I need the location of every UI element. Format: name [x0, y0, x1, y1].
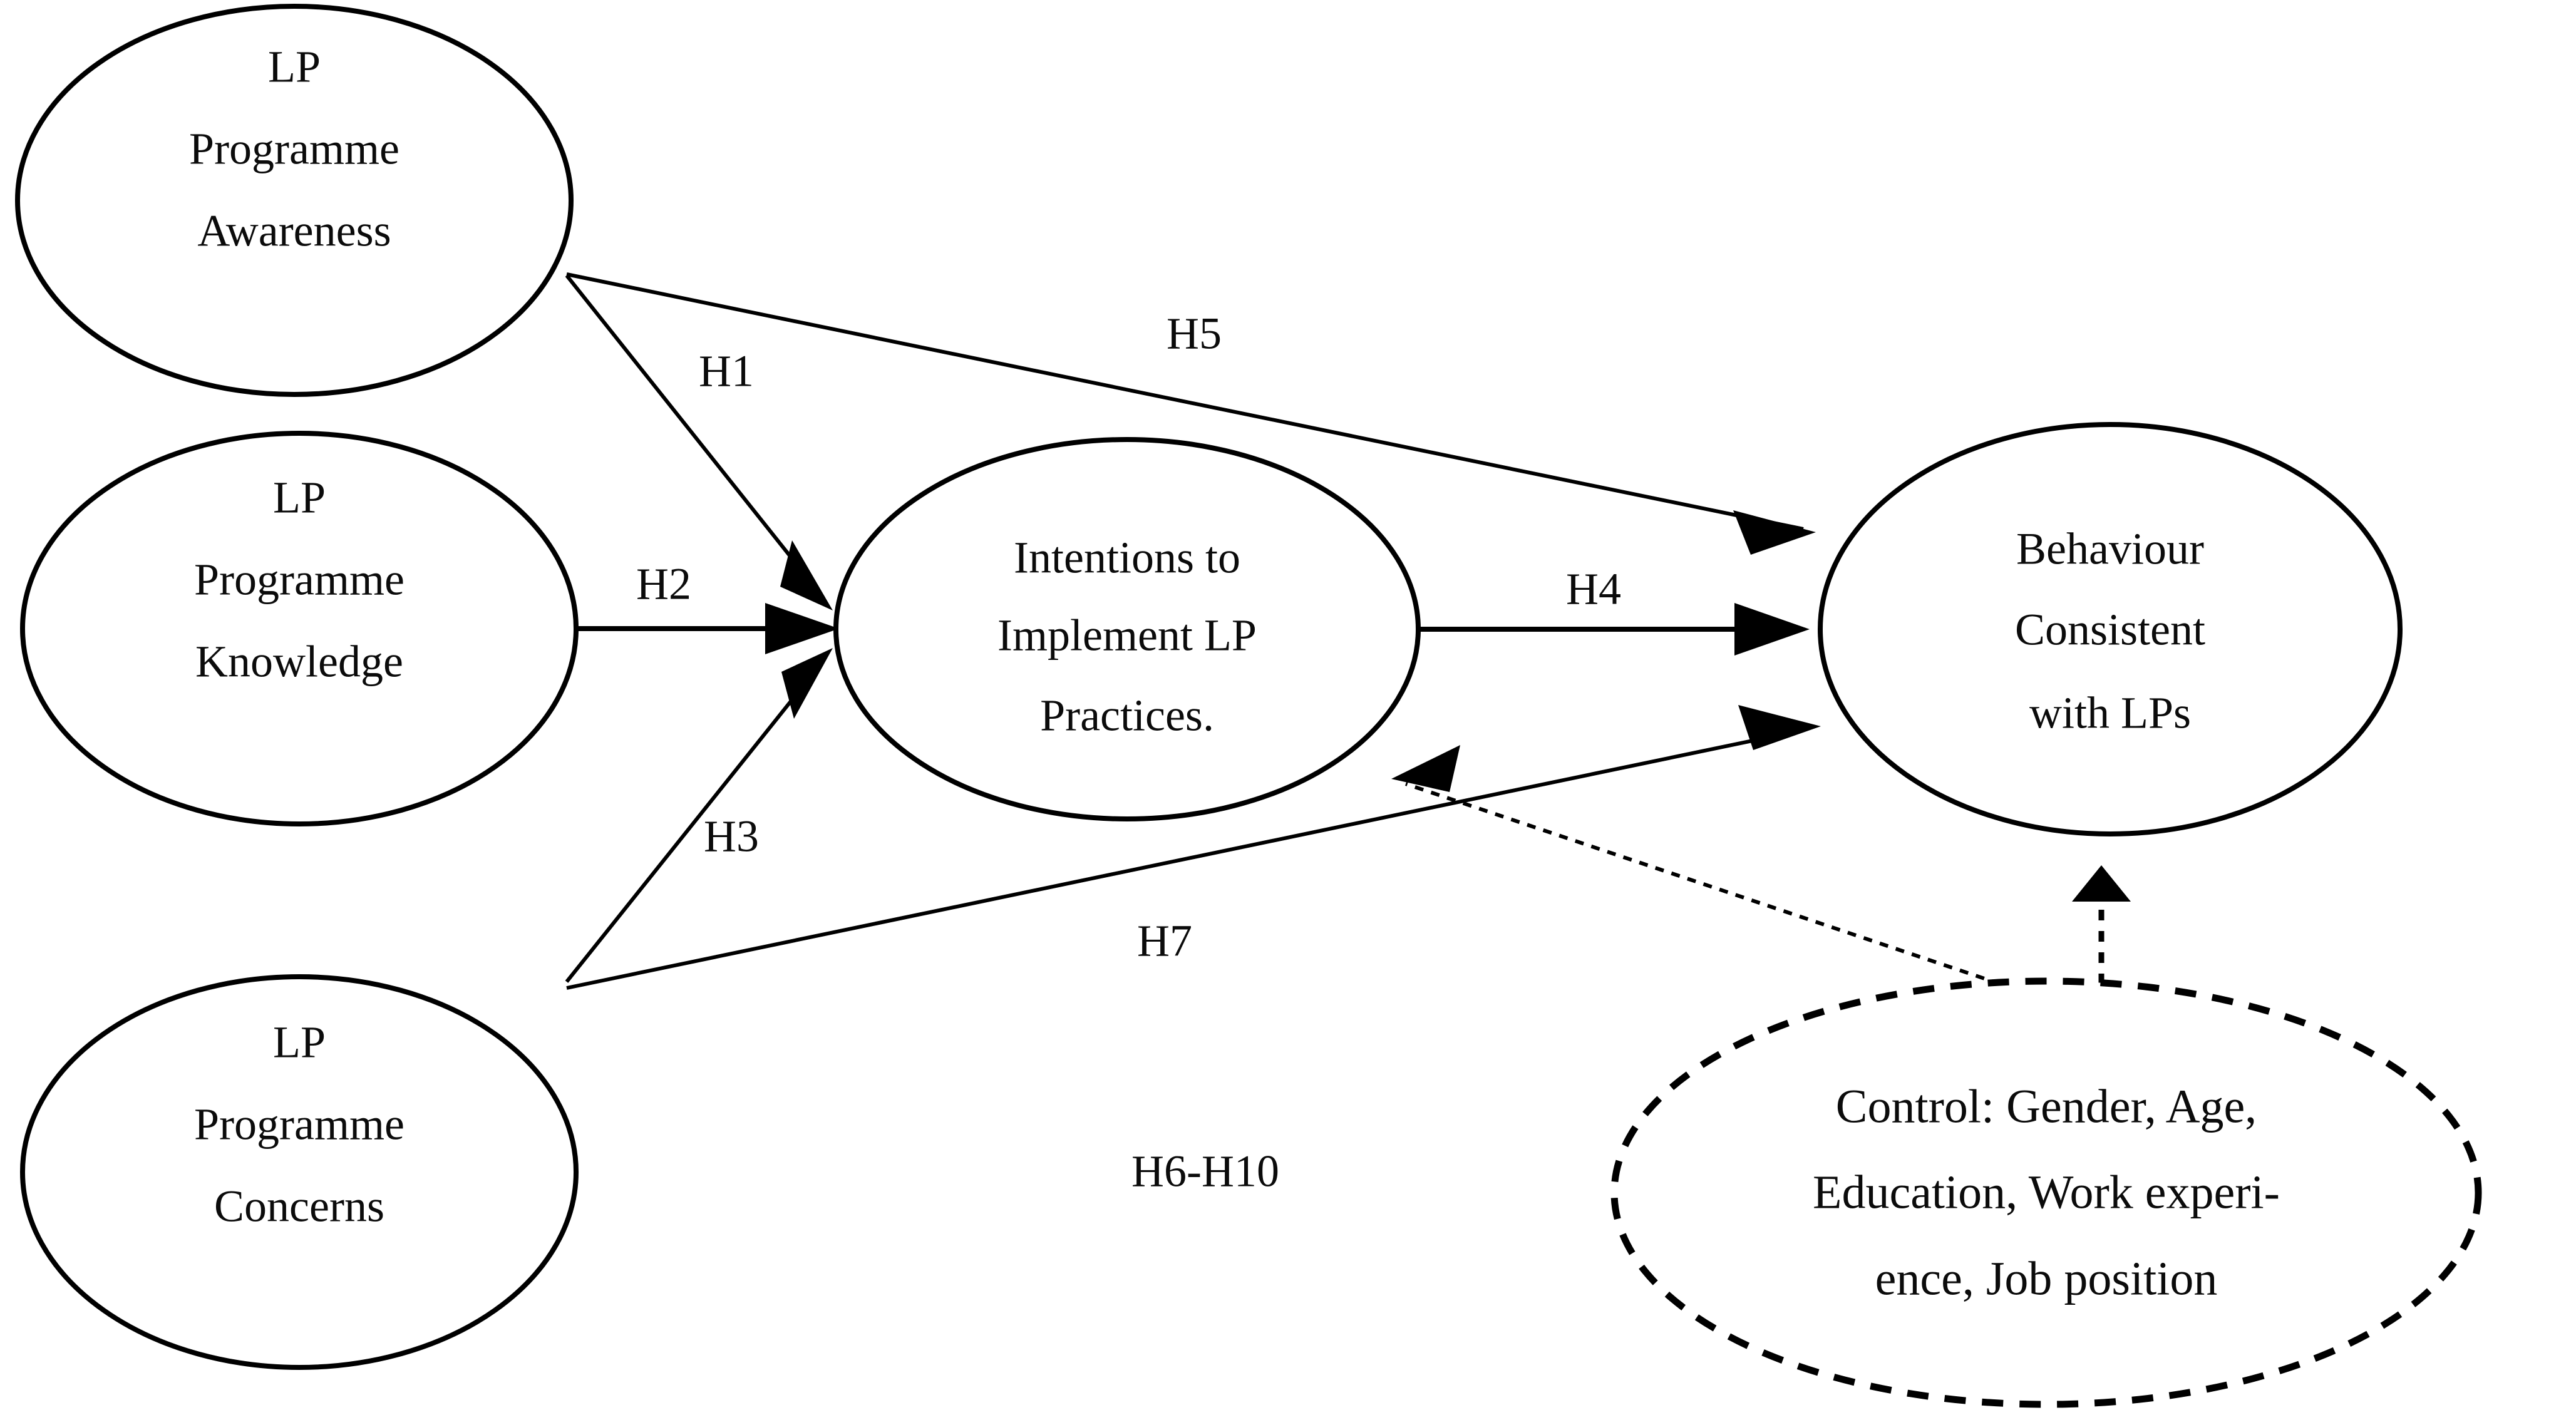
edge-h6-h10-line — [1405, 782, 2017, 991]
node-control-ellipse[interactable] — [1610, 977, 2482, 1408]
edge-h7-arrowhead — [1738, 705, 1821, 750]
edge-h5 — [566, 272, 1816, 555]
node-lp-programme-concerns[interactable]: LP Programme Concerns — [20, 974, 579, 1370]
node-awareness-line1: LP — [268, 42, 321, 92]
node-lp-programme-knowledge[interactable]: LP Programme Knowledge — [20, 431, 579, 826]
edge-h2-arrowhead — [765, 603, 839, 654]
edge-h3 — [565, 648, 833, 983]
node-concerns-ellipse[interactable] — [20, 974, 579, 1370]
edge-h1-line — [565, 274, 825, 599]
edge-h5-line — [566, 272, 1804, 531]
edge-label-h1: H1 — [699, 346, 754, 396]
node-control-line2: Education, Work experi- — [1813, 1166, 2280, 1218]
node-behaviour-ellipse[interactable] — [1818, 422, 2403, 836]
edge-h5-arrowhead — [1733, 510, 1816, 555]
node-behaviour-consistent-with-lps[interactable]: Behaviour Consistent with LPs — [1818, 422, 2403, 836]
node-intentions-line1: Intentions to — [1014, 533, 1240, 583]
edge-h7-line — [566, 728, 1807, 990]
node-lp-programme-awareness[interactable]: LP Programme Awareness — [15, 4, 574, 397]
edge-control-to-behaviour — [2072, 865, 2131, 984]
node-awareness-ellipse[interactable] — [15, 4, 574, 397]
node-knowledge-line2: Programme — [194, 555, 404, 605]
node-intentions-ellipse[interactable] — [833, 437, 1421, 821]
node-knowledge-ellipse[interactable] — [20, 431, 579, 826]
edge-h6-h10 — [1391, 745, 2017, 991]
node-behaviour-line3: with LPs — [2029, 688, 2191, 738]
edge-h2 — [576, 603, 839, 654]
edge-h3-line — [565, 659, 825, 983]
node-knowledge-line3: Knowledge — [195, 637, 403, 687]
edge-control-to-behaviour-arrowhead — [2072, 865, 2131, 902]
node-control-line3: ence, Job position — [1875, 1252, 2218, 1305]
edge-label-h5: H5 — [1167, 309, 1222, 359]
edge-h1 — [565, 274, 833, 610]
node-intentions-to-implement-lp-practices[interactable]: Intentions to Implement LP Practices. — [833, 437, 1421, 821]
edge-h7 — [566, 705, 1821, 990]
node-behaviour-line1: Behaviour — [2016, 524, 2204, 574]
node-awareness-line3: Awareness — [197, 206, 391, 256]
edge-label-h2: H2 — [636, 559, 691, 609]
node-control-variables[interactable]: Control: Gender, Age, Education, Work ex… — [1610, 977, 2482, 1408]
node-awareness-line2: Programme — [189, 124, 399, 174]
edge-h1-arrowhead — [780, 540, 833, 610]
edge-h3-arrowhead — [781, 648, 833, 719]
edge-label-h3: H3 — [704, 811, 759, 862]
edge-h4 — [1418, 603, 1810, 656]
node-concerns-line1: LP — [273, 1017, 326, 1068]
edge-label-h6-h10: H6-H10 — [1131, 1146, 1279, 1196]
node-intentions-line2: Implement LP — [997, 610, 1257, 661]
node-behaviour-line2: Consistent — [2015, 605, 2205, 655]
node-concerns-line3: Concerns — [214, 1181, 384, 1232]
node-concerns-line2: Programme — [194, 1099, 404, 1150]
edge-h4-arrowhead — [1734, 603, 1810, 656]
edge-label-h4: H4 — [1566, 564, 1621, 614]
edge-h6-h10-arrowhead — [1391, 745, 1460, 792]
node-knowledge-line1: LP — [273, 473, 326, 523]
node-intentions-line3: Practices. — [1040, 691, 1214, 741]
edge-label-h7: H7 — [1137, 916, 1192, 966]
node-control-line1: Control: Gender, Age, — [1836, 1080, 2257, 1133]
